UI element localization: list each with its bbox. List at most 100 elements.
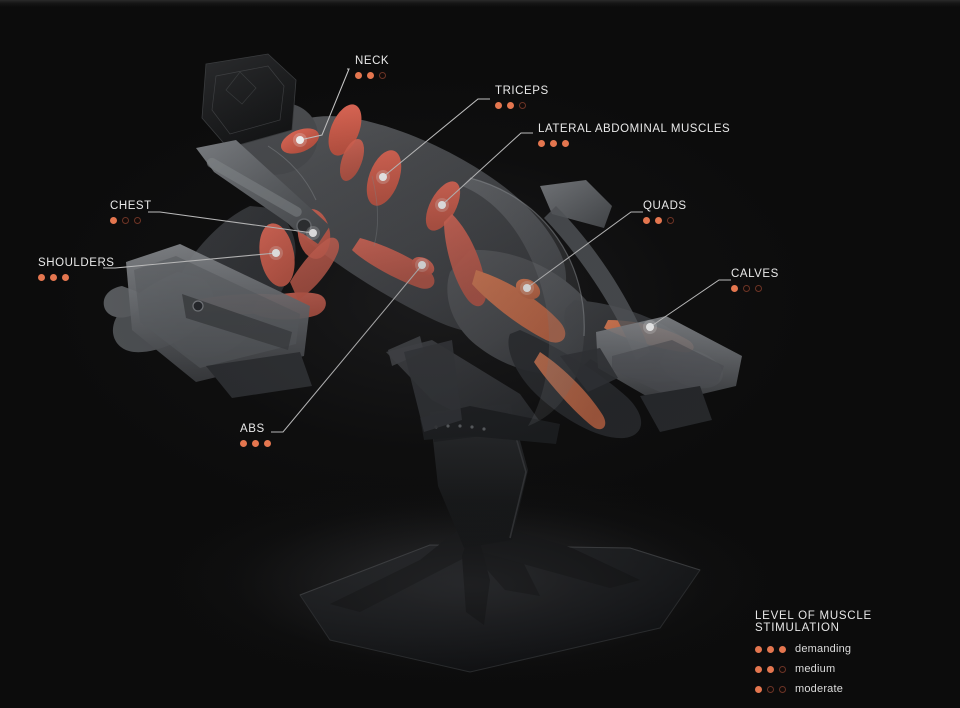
legend-dot-on — [767, 665, 774, 673]
leader-lines — [103, 68, 731, 433]
cable — [267, 145, 317, 201]
annotation-label-text: CALVES — [731, 268, 779, 280]
base-foot-left — [330, 520, 470, 612]
leader-endpoint-lateral-abdominal-muscles — [435, 198, 449, 212]
legend-row-moderate: moderate — [755, 683, 960, 695]
muscle-abs — [352, 238, 435, 289]
legend-row-label: medium — [795, 663, 836, 675]
legend-row-demanding: demanding — [755, 643, 960, 655]
leader-endpoint-abs — [415, 258, 429, 272]
leader-line-lateral-abdominal-muscles — [441, 132, 533, 206]
legend-dot-on — [755, 645, 762, 653]
machine-arms — [126, 53, 742, 432]
pivot-joint — [296, 218, 312, 234]
legend-dots — [755, 665, 786, 673]
annotation-neck[interactable]: NECK — [355, 55, 389, 79]
back-support-arc — [462, 178, 585, 426]
muscle-trap-right — [339, 139, 365, 181]
stimulation-dot-off — [379, 72, 386, 79]
stimulation-dots-moderate — [110, 217, 152, 224]
leader-endpoint-chest — [306, 226, 320, 240]
legend-dots — [755, 645, 786, 653]
muscle-shoulder-sweep — [290, 237, 340, 300]
annotation-chest[interactable]: CHEST — [110, 200, 152, 224]
legend-dot-off — [779, 685, 786, 693]
stimulation-dot-on — [643, 217, 650, 224]
annotation-label-text: QUADS — [643, 200, 687, 212]
legend-row-label: moderate — [795, 683, 844, 695]
annotation-label-text: NECK — [355, 55, 390, 67]
leader-endpoint-neck — [293, 133, 307, 147]
stimulation-dot-on — [252, 440, 259, 447]
stimulation-dot-on — [38, 274, 45, 281]
stimulation-dot-on — [550, 140, 557, 147]
stimulation-dot-on — [264, 440, 271, 447]
stimulation-dots-medium — [643, 217, 687, 224]
stimulation-dots-moderate — [731, 285, 779, 292]
base-column — [430, 404, 528, 548]
stimulation-dot-on — [562, 140, 569, 147]
legend-dot-on — [755, 665, 762, 673]
leader-endpoint-quads — [520, 281, 534, 295]
leader-line-quads — [526, 211, 643, 289]
stimulation-dot-on — [655, 217, 662, 224]
legend-rows: demanding medium moderate — [755, 643, 960, 695]
leader-line-abs — [271, 264, 423, 433]
stimulation-dot-on — [507, 102, 514, 109]
legend-title: LEVEL OF MUSCLE STIMULATION — [755, 610, 872, 634]
leader-endpoint-calves — [643, 320, 657, 334]
stimulation-dots-demanding — [240, 440, 271, 447]
muscle-quads — [472, 270, 566, 343]
stimulation-dot-off — [134, 217, 141, 224]
annotation-label-text: SHOULDERS — [38, 257, 115, 269]
stimulation-dot-on — [731, 285, 738, 292]
stimulation-dot-on — [240, 440, 247, 447]
legend-dot-off — [767, 685, 774, 693]
arm-pad-foot — [206, 352, 312, 398]
right-rail-arm — [544, 206, 650, 360]
legend-dot-on — [755, 685, 762, 693]
legend-row-medium: medium — [755, 663, 960, 675]
head-pillow — [201, 53, 297, 149]
annotation-lateral-abdominal-muscles[interactable]: LATERAL ABDOMINAL MUSCLES — [538, 123, 730, 147]
legend-dot-off — [779, 665, 786, 673]
stimulation-dots-medium — [355, 72, 389, 79]
stimulation-dot-on — [538, 140, 545, 147]
leader-endpoint-shoulders — [269, 246, 283, 260]
annotation-label-text: LATERAL ABDOMINAL MUSCLES — [538, 123, 731, 135]
annotation-abs[interactable]: ABS — [240, 423, 271, 447]
annotation-shoulders[interactable]: SHOULDERS — [38, 257, 115, 281]
legend-dot-on — [779, 645, 786, 653]
stimulation-dot-on — [367, 72, 374, 79]
rail-highlight — [206, 157, 302, 217]
stimulation-dot-off — [122, 217, 129, 224]
base-foot-right — [478, 520, 640, 588]
annotation-quads[interactable]: QUADS — [643, 200, 687, 224]
legend-row-label: demanding — [795, 643, 852, 655]
leader-line-shoulders — [103, 252, 277, 269]
annotation-label-text: CHEST — [110, 200, 152, 212]
stimulation-dot-off — [519, 102, 526, 109]
stimulation-dots-medium — [495, 102, 549, 109]
legend-dots — [755, 685, 786, 693]
annotation-calves[interactable]: CALVES — [731, 268, 779, 292]
legend: LEVEL OF MUSCLE STIMULATION demanding med… — [755, 610, 960, 703]
annotation-label-text: TRICEPS — [495, 85, 549, 97]
stimulation-dots-demanding — [538, 140, 730, 147]
right-rail-head — [540, 180, 612, 228]
leader-line-triceps — [382, 98, 490, 178]
stimulation-dot-on — [355, 72, 362, 79]
leader-endpoint-dots — [269, 133, 657, 334]
legend-dot-on — [767, 645, 774, 653]
leader-line-neck — [299, 68, 350, 141]
stimulation-dot-on — [110, 217, 117, 224]
top-edge-band — [0, 0, 960, 7]
stimulation-dot-on — [62, 274, 69, 281]
stimulation-dot-on — [495, 102, 502, 109]
calf-pad-bracket — [640, 386, 712, 432]
cross-beam — [404, 340, 462, 432]
annotation-triceps[interactable]: TRICEPS — [495, 85, 549, 109]
leader-endpoint-triceps — [376, 170, 390, 184]
